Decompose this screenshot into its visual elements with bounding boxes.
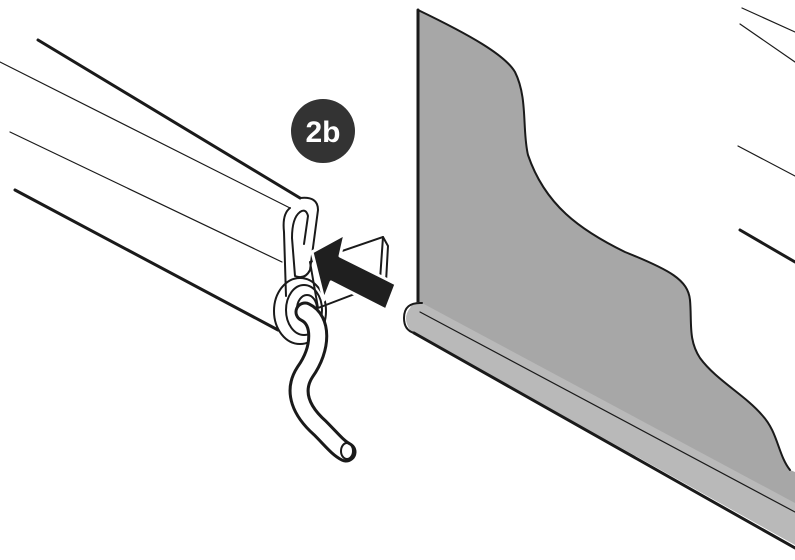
background-lines	[737, 7, 795, 264]
shade-fabric	[416, 8, 795, 505]
cord-tip	[340, 442, 354, 460]
bg-line-2	[739, 23, 795, 63]
roller-tube-body	[0, 40, 318, 300]
bracket-plate	[309, 236, 389, 309]
bottom-bar	[403, 301, 795, 550]
bracket-plate-face	[309, 236, 389, 309]
roller-tube	[0, 38, 319, 332]
bottom-bar-end	[403, 301, 423, 334]
bottom-bar-lower-edge	[412, 331, 795, 550]
roller-channel-lip	[282, 207, 291, 297]
bg-line-4	[738, 228, 795, 264]
bottom-bar-face	[406, 302, 795, 545]
insert-arrow-shape	[310, 232, 398, 312]
step-badge: 2b	[291, 99, 355, 163]
step-badge-circle	[291, 99, 355, 163]
end-cap-middle-ring	[285, 284, 323, 336]
bg-line-1	[741, 7, 795, 33]
insert-arrow-icon	[310, 232, 398, 312]
bg-line-3	[737, 145, 795, 177]
roller-bottom-edge	[13, 188, 280, 332]
bottom-bar-highlight	[419, 311, 795, 513]
roller-channel-profile	[291, 196, 319, 279]
bracket-plate-edge	[379, 236, 384, 281]
step-badge-label: 2b	[305, 116, 340, 149]
roller-channel-line-2	[9, 131, 283, 263]
fabric-wave-edge	[417, 9, 791, 471]
roller-channel-line-1	[0, 61, 291, 209]
end-cap-outer-ring	[273, 277, 327, 345]
pull-cord	[288, 301, 357, 463]
fabric-panel	[418, 10, 795, 505]
cord-fill	[291, 304, 354, 460]
roller-top-edge	[36, 38, 302, 200]
